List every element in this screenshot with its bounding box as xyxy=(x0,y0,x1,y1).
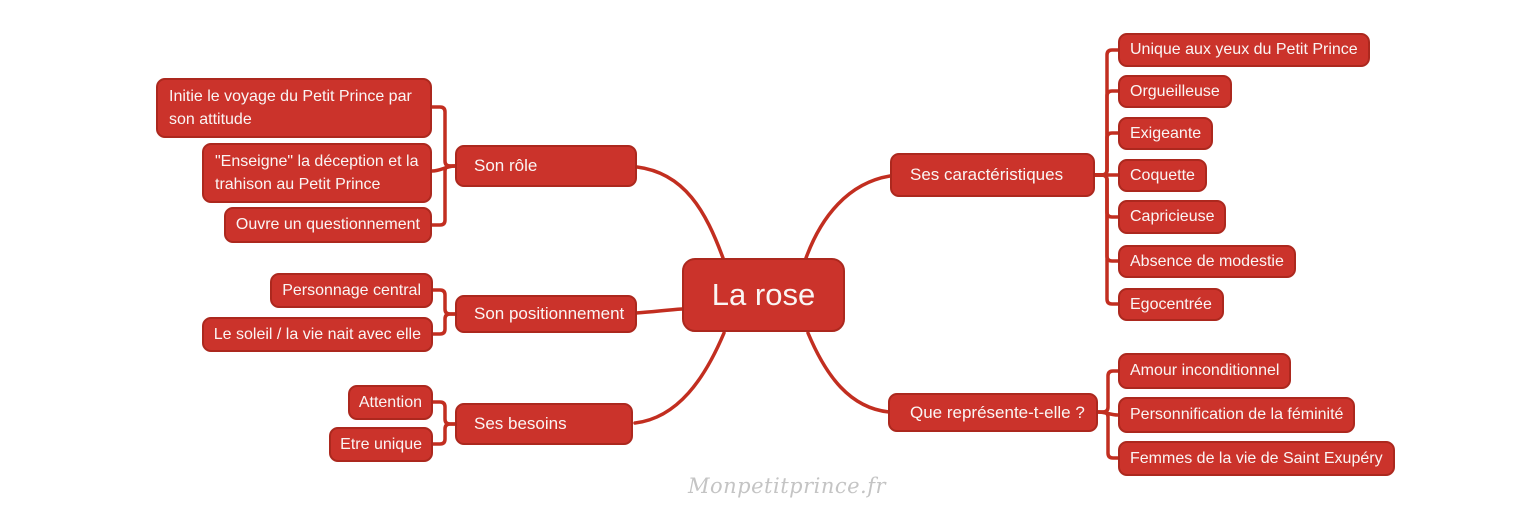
node-leaf-initie-le-voyage[interactable]: Initie le voyage du Petit Prince par son… xyxy=(156,78,432,138)
connector-que-represente-child-0 xyxy=(1096,369,1120,414)
node-label: Son rôle xyxy=(474,156,538,175)
node-leaf-attention[interactable]: Attention xyxy=(347,385,433,420)
connector-ses-besoins-child-0 xyxy=(431,400,457,426)
node-label: Amour inconditionnel xyxy=(1130,362,1280,379)
node-label: Attention xyxy=(358,393,422,411)
node-leaf-amour-inconditionnel[interactable]: Amour inconditionnel xyxy=(1118,353,1292,389)
node-label: Personnification de la féminité xyxy=(1130,406,1344,423)
node-label: Ouvre un questionnement xyxy=(235,216,420,233)
connector-root-son-positionnement xyxy=(634,307,684,315)
connector-ses-caracteristiques-child-2 xyxy=(1093,131,1120,177)
node-branch-ses-caracteristiques[interactable]: Ses caractéristiques xyxy=(890,153,1095,197)
node-label: Femmes de la vie de Saint Exupéry xyxy=(1130,449,1383,467)
node-leaf-personnification-feminite[interactable]: Personnification de la féminité xyxy=(1118,397,1356,433)
node-branch-ses-besoins[interactable]: Ses besoins xyxy=(455,403,633,445)
node-label: Que représente-t-elle ? xyxy=(910,402,1085,422)
node-label: Son positionnement xyxy=(474,304,625,323)
node-leaf-egocentree[interactable]: Egocentrée xyxy=(1118,288,1224,321)
node-leaf-exigeante[interactable]: Exigeante xyxy=(1118,117,1214,150)
node-label: Ses caractéristiques xyxy=(910,165,1064,184)
connector-son-role-child-1 xyxy=(430,164,457,173)
node-leaf-personnage-central[interactable]: Personnage central xyxy=(270,273,433,308)
node-leaf-etre-unique[interactable]: Etre unique xyxy=(329,427,433,462)
connector-root-ses-besoins xyxy=(633,331,726,425)
node-leaf-le-soleil-la-vie[interactable]: Le soleil / la vie nait avec elle xyxy=(201,317,433,352)
node-label: Unique aux yeux du Petit Prince xyxy=(1130,41,1358,58)
node-label: Coquette xyxy=(1130,166,1195,184)
node-label: Capricieuse xyxy=(1130,208,1215,225)
connector-son-role-child-2 xyxy=(430,164,457,227)
connector-ses-caracteristiques-child-0 xyxy=(1093,48,1120,177)
node-label: Absence de modestie xyxy=(1130,252,1284,270)
node-label: Egocentrée xyxy=(1130,295,1212,313)
connector-son-positionnement-child-0 xyxy=(431,288,457,316)
node-branch-que-represente[interactable]: Que représente-t-elle ? xyxy=(888,393,1098,432)
connector-son-role-child-0 xyxy=(430,105,457,168)
connector-root-son-role xyxy=(635,165,725,260)
connector-ses-caracteristiques-child-1 xyxy=(1093,89,1120,177)
node-branch-son-role[interactable]: Son rôle xyxy=(455,145,637,187)
connector-ses-caracteristiques-child-4 xyxy=(1093,173,1120,219)
connector-root-ses-caracteristiques xyxy=(804,174,892,260)
node-label: Etre unique xyxy=(340,435,422,453)
node-label: Initie le voyage du Petit Prince par son… xyxy=(169,88,412,128)
connector-ses-caracteristiques-child-6 xyxy=(1093,173,1120,306)
node-leaf-enseigne-deception[interactable]: "Enseigne" la déception et la trahison a… xyxy=(202,143,432,203)
connector-ses-caracteristiques-child-5 xyxy=(1093,173,1120,263)
node-label: Ses besoins xyxy=(474,414,567,433)
node-label: La rose xyxy=(711,277,816,312)
connector-que-represente-child-2 xyxy=(1096,410,1120,460)
node-root-la-rose[interactable]: La rose xyxy=(682,258,845,332)
node-leaf-absence-de-modestie[interactable]: Absence de modestie xyxy=(1118,245,1296,278)
node-leaf-capricieuse[interactable]: Capricieuse xyxy=(1118,200,1227,234)
node-leaf-unique-aux-yeux[interactable]: Unique aux yeux du Petit Prince xyxy=(1118,33,1370,67)
connector-que-represente-child-1 xyxy=(1096,410,1120,417)
watermark-monpetitprince: Monpetitprince.fr xyxy=(688,474,887,498)
node-leaf-ouvre-questionnement[interactable]: Ouvre un questionnement xyxy=(223,207,432,243)
connector-ses-besoins-child-1 xyxy=(431,422,457,446)
connector-root-que-represente xyxy=(806,331,891,414)
node-label: Personnage central xyxy=(282,281,421,299)
node-label: "Enseigne" la déception et la trahison a… xyxy=(215,153,419,193)
node-leaf-orgueilleuse[interactable]: Orgueilleuse xyxy=(1118,75,1232,108)
node-label: Le soleil / la vie nait avec elle xyxy=(213,325,421,343)
node-branch-son-positionnement[interactable]: Son positionnement xyxy=(455,295,637,333)
node-leaf-coquette[interactable]: Coquette xyxy=(1118,159,1207,192)
connector-son-positionnement-child-1 xyxy=(431,312,457,336)
node-leaf-femmes-saint-exupery[interactable]: Femmes de la vie de Saint Exupéry xyxy=(1118,441,1395,476)
node-label: Orgueilleuse xyxy=(1130,82,1220,100)
node-label: Exigeante xyxy=(1130,124,1202,142)
